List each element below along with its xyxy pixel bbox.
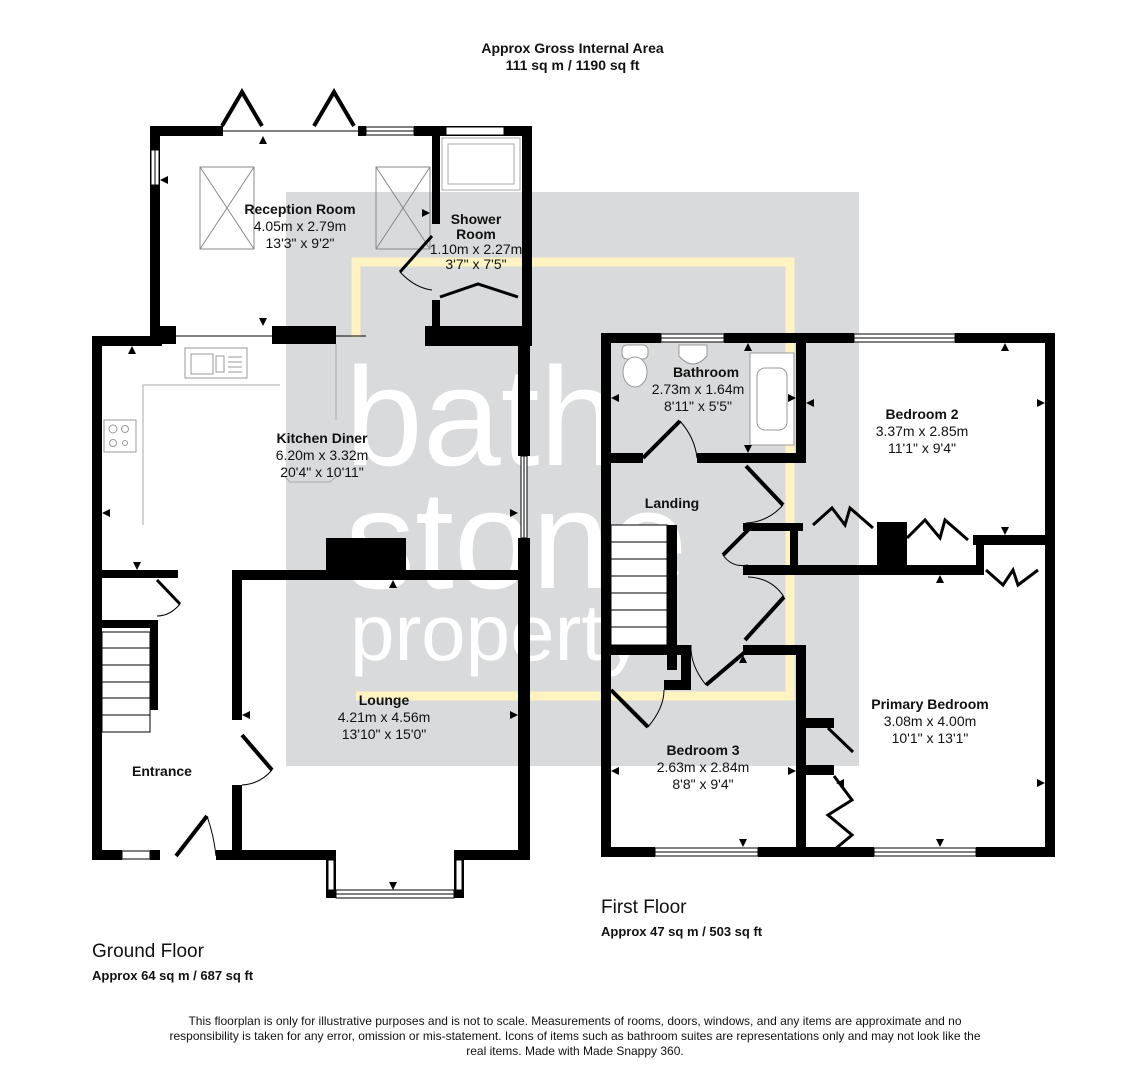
first-floor-area: Approx 47 sq m / 503 sq ft [601,924,763,939]
ground-windows [121,455,528,899]
gia-title: Approx Gross Internal Area [481,40,664,56]
svg-text:2.73m x 1.64m: 2.73m x 1.64m [652,381,745,397]
svg-text:3'7" x 7'5": 3'7" x 7'5" [445,256,506,272]
room-labels: Reception Room 4.05m x 2.79m 13'3" x 9'2… [132,201,989,792]
svg-text:Bedroom 3: Bedroom 3 [666,742,739,758]
first-floor-doors [609,419,1039,852]
first-floor-staircase-icon [610,524,668,646]
svg-text:1.10m x 2.27m: 1.10m x 2.27m [430,241,523,257]
svg-text:11'1" x 9'4": 11'1" x 9'4" [888,440,956,456]
svg-text:Kitchen Diner: Kitchen Diner [276,430,368,446]
reception-windows [150,126,505,337]
svg-text:6.20m x 3.32m: 6.20m x 3.32m [276,447,369,463]
first-floor-plan [601,333,1055,857]
svg-text:Bathroom: Bathroom [673,364,739,380]
first-floor-walls [601,333,1055,857]
svg-text:20'4" x 10'11": 20'4" x 10'11" [280,464,364,480]
ground-floor-caption: Ground Floor Approx 64 sq m / 687 sq ft [92,941,253,984]
bath-icon [749,352,795,446]
room-label-shower-room: Shower Room 1.10m x 2.27m 3'7" x 7'5" [430,211,523,272]
watermark-word-bath: bath [345,338,617,495]
svg-text:3.37m x 2.85m: 3.37m x 2.85m [876,423,969,439]
watermark: bath stone property [286,192,859,766]
gia-value: 111 sq m / 1190 sq ft [505,57,640,73]
ground-floor-title: Ground Floor [92,941,204,962]
first-floor-dimension-arrows [611,343,1045,847]
svg-text:8'11" x 5'5": 8'11" x 5'5" [664,398,732,414]
ground-floor-plan [92,88,532,899]
svg-text:Entrance: Entrance [132,763,192,779]
room-label-kitchen-diner: Kitchen Diner 6.20m x 3.32m 20'4" x 10'1… [276,430,369,480]
svg-text:10'1" x 13'1": 10'1" x 13'1" [892,730,969,746]
svg-text:Landing: Landing [645,495,699,511]
ground-floor-area: Approx 64 sq m / 687 sq ft [92,968,254,983]
first-floor-windows [654,333,977,857]
svg-text:8'8" x 9'4": 8'8" x 9'4" [672,776,733,792]
room-label-landing: Landing [645,495,699,511]
ground-doors [155,578,274,858]
watermark-word-property: property [350,588,643,677]
svg-text:4.05m x 2.79m: 4.05m x 2.79m [254,218,347,234]
svg-text:Lounge: Lounge [359,692,410,708]
kitchen-worktop [142,344,337,525]
svg-text:Bedroom 2: Bedroom 2 [885,406,958,422]
svg-text:2.63m x 2.84m: 2.63m x 2.84m [657,759,750,775]
bifold-doors-icon [220,88,356,128]
svg-text:13'10" x 15'0": 13'10" x 15'0" [342,726,427,742]
room-label-reception-room: Reception Room 4.05m x 2.79m 13'3" x 9'2… [244,201,355,251]
svg-text:Primary Bedroom: Primary Bedroom [871,696,988,712]
room-label-entrance: Entrance [132,763,192,779]
room-label-lounge: Lounge 4.21m x 4.56m 13'10" x 15'0" [338,692,431,742]
gross-internal-area: Approx Gross Internal Area 111 sq m / 11… [0,40,1145,74]
shower-tray-icon [441,137,521,191]
basin-icon [678,344,708,365]
svg-text:4.21m x 4.56m: 4.21m x 4.56m [338,709,431,725]
svg-text:Shower: Shower [451,211,502,227]
toilet-icon [621,344,649,388]
svg-text:3.08m x 4.00m: 3.08m x 4.00m [884,713,977,729]
room-label-primary-bedroom: Primary Bedroom 3.08m x 4.00m 10'1" x 13… [871,696,988,746]
room-label-bathroom: Bathroom 2.73m x 1.64m 8'11" x 5'5" [652,364,745,414]
first-floor-caption: First Floor Approx 47 sq m / 503 sq ft [601,897,762,940]
first-floor-title: First Floor [601,897,687,918]
room-label-bedroom-3: Bedroom 3 2.63m x 2.84m 8'8" x 9'4" [657,742,750,792]
room-label-bedroom-2: Bedroom 2 3.37m x 2.85m 11'1" x 9'4" [876,406,969,456]
disclaimer-text: This floorplan is only for illustrative … [169,1014,981,1058]
shower-door [398,235,519,299]
hob-icon [103,419,137,453]
skylight-icon [199,166,431,250]
svg-text:13'3" x 9'2": 13'3" x 9'2" [266,235,335,251]
dimension-arrows [102,136,518,890]
svg-text:Room: Room [456,226,496,242]
sink-icon [184,347,248,379]
svg-text:Reception Room: Reception Room [244,201,355,217]
staircase-icon [101,631,151,733]
